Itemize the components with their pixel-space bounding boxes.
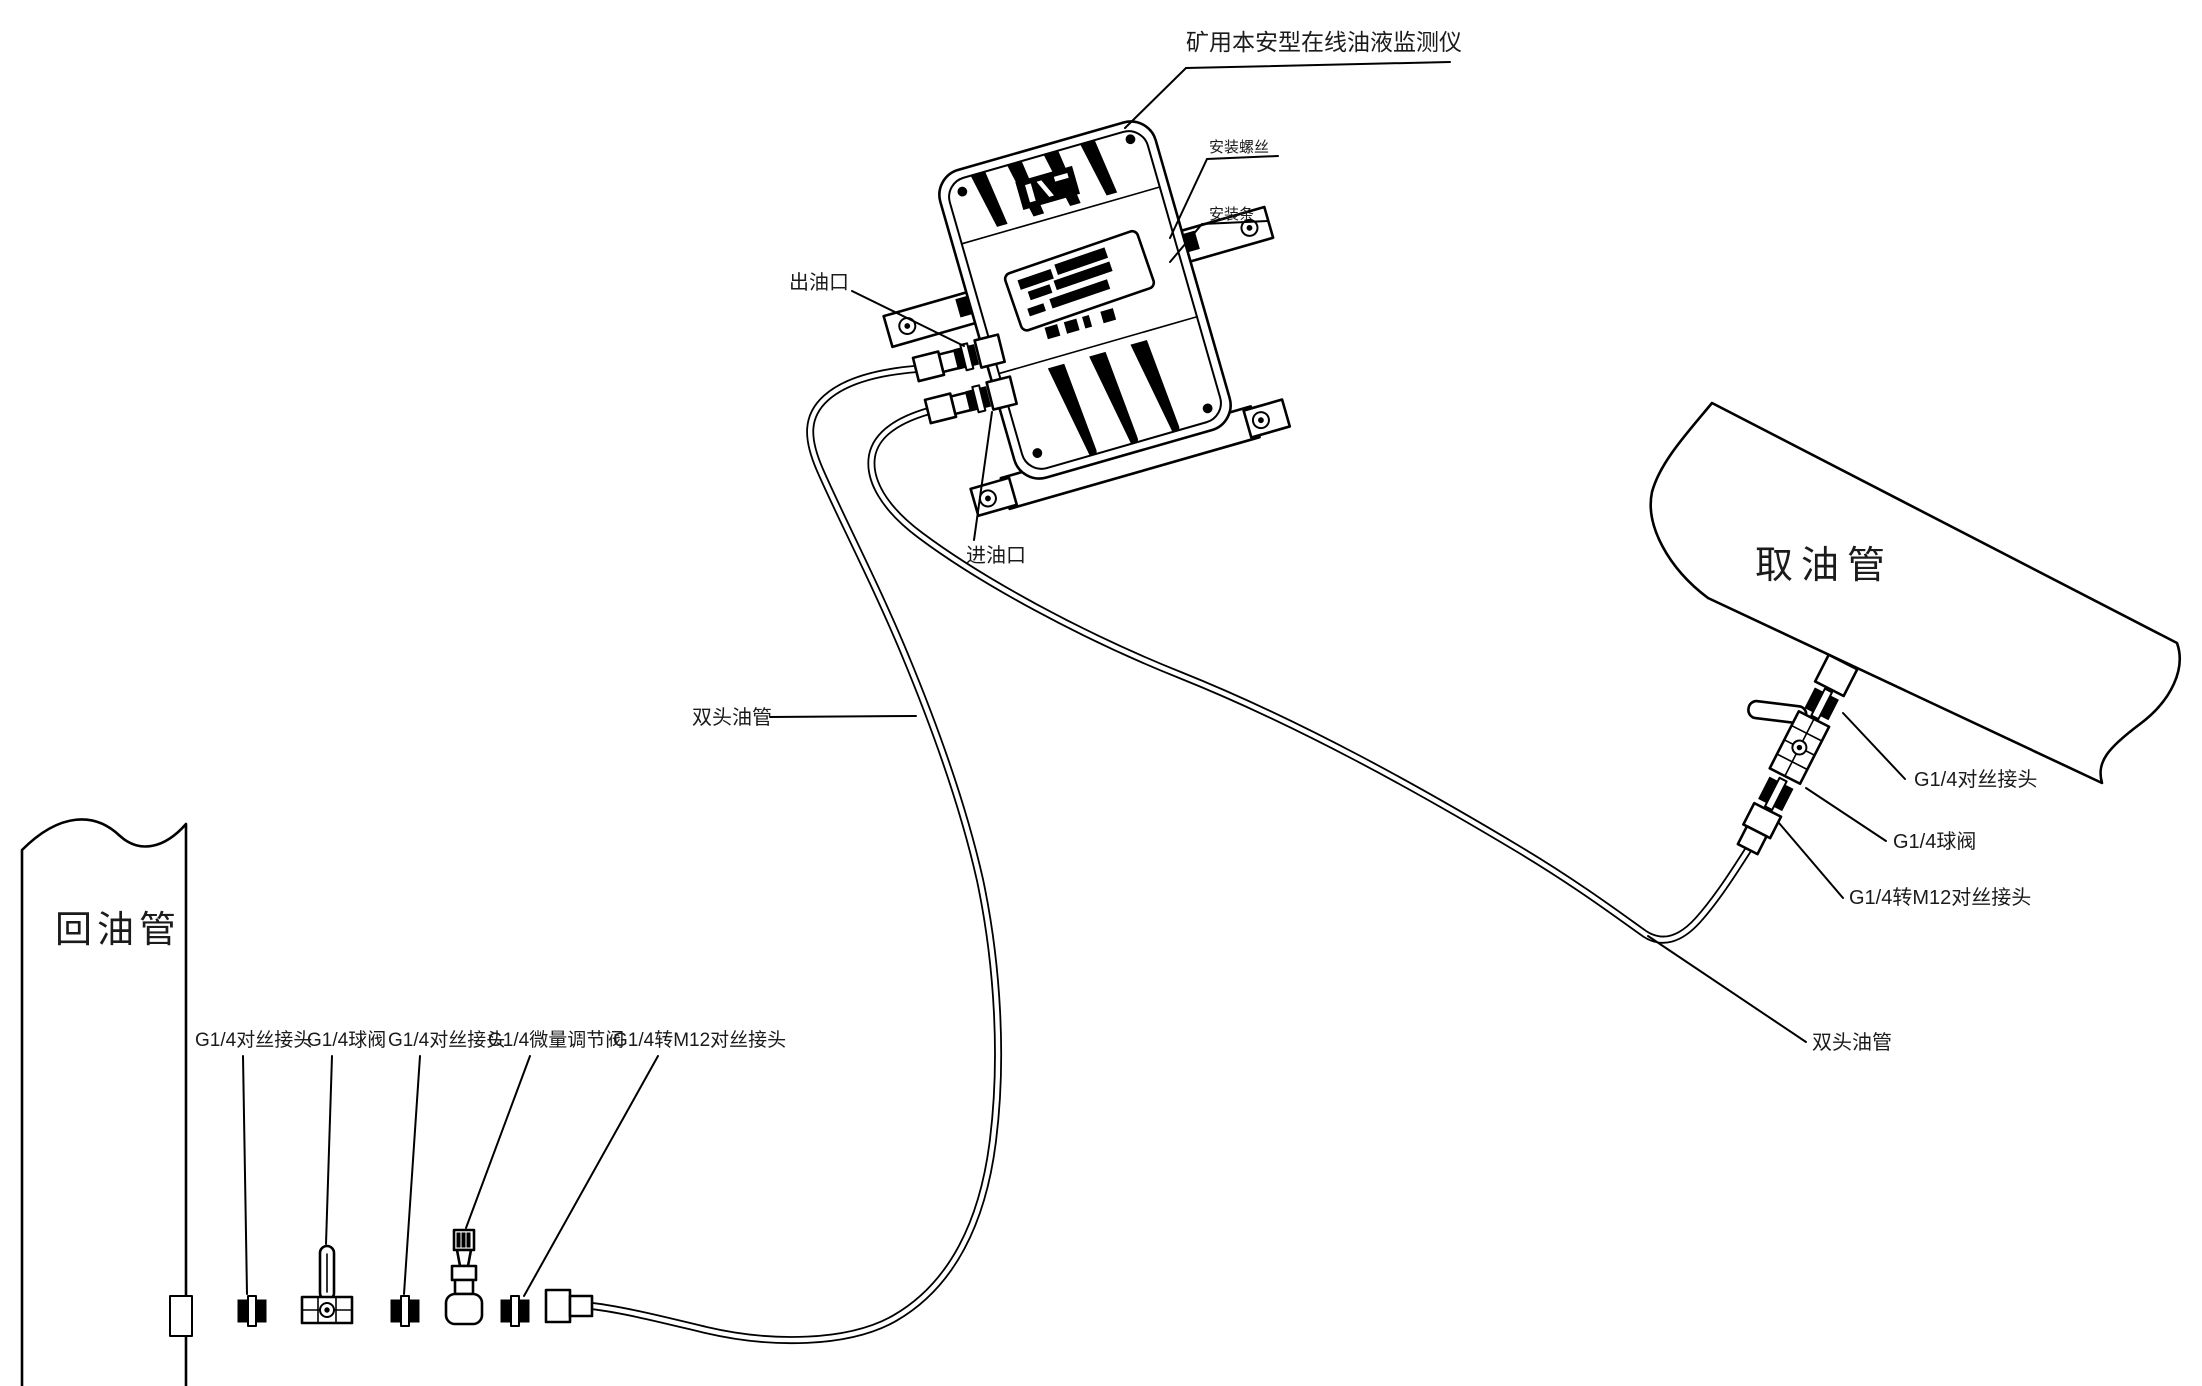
g14-m12-union-fitting-bottom [500, 1295, 530, 1327]
supply-tube [867, 407, 1752, 944]
mounting-bar-label: 安装条 [1209, 206, 1254, 223]
oil-intake-pipe [1649, 401, 2181, 785]
bottom-ball-valve-label: G1/4球阀 [307, 1029, 386, 1051]
hose-end-connector [1736, 801, 1783, 856]
oil-inlet-port [923, 375, 1018, 425]
right-m12-union-label: G1/4转M12对丝接头 [1849, 886, 2031, 909]
g14-ball-valve [1747, 699, 1831, 786]
g14-m12-union-fitting [1758, 776, 1794, 812]
oil-inlet-label: 进油口 [966, 544, 1026, 567]
right-union-label: G1/4对丝接头 [1914, 768, 2037, 791]
certification-badge [1015, 165, 1081, 211]
text-labels: 矿用本安型在线油液监测仪 安装螺丝 安装条 出油口 进油口 双头油管 取油管 回… [55, 29, 2037, 1054]
bottom-m12-union-label: G1/4转M12对丝接头 [613, 1029, 786, 1051]
nameplate [1003, 229, 1156, 332]
g14-micro-regulating-valve [444, 1228, 484, 1326]
bottom-micro-valve-label: G1/4微量调节阀 [488, 1029, 624, 1051]
g14-union-fitting-2 [390, 1295, 420, 1327]
bottom-union2-label: G1/4对丝接头 [388, 1029, 505, 1051]
bottom-parts-row [237, 1228, 594, 1327]
bottom-fins [1047, 339, 1180, 456]
return-tube [588, 365, 1003, 1345]
hose-label-right: 双头油管 [1812, 1031, 1892, 1054]
bottom-union1-label: G1/4对丝接头 [195, 1029, 312, 1051]
leader-lines [242, 61, 1906, 1297]
indicator-leds [1044, 308, 1117, 340]
oil-return-pipe [20, 818, 193, 1386]
oil-outlet-port [911, 333, 1006, 383]
g14-ball-valve-bottom [300, 1244, 354, 1325]
right-ball-valve-label: G1/4球阀 [1893, 830, 1976, 853]
hose-label-left: 双头油管 [692, 706, 772, 729]
hose-end-connector-bottom [544, 1288, 594, 1324]
oil-outlet-label: 出油口 [789, 271, 849, 294]
monitor-device [882, 120, 1292, 518]
mounting-screw-label: 安装螺丝 [1209, 139, 1269, 156]
g14-union-fitting [1804, 687, 1839, 721]
intake-pipe-label: 取油管 [1755, 545, 1893, 587]
return-pipe-outlet-stub [169, 1295, 193, 1337]
return-pipe-label: 回油管 [55, 909, 181, 950]
pipe-tap [1813, 653, 1859, 698]
device-title-label: 矿用本安型在线油液监测仪 [1186, 29, 1462, 55]
intake-valve-assembly [1736, 653, 1859, 856]
g14-union-fitting-1 [237, 1295, 267, 1327]
